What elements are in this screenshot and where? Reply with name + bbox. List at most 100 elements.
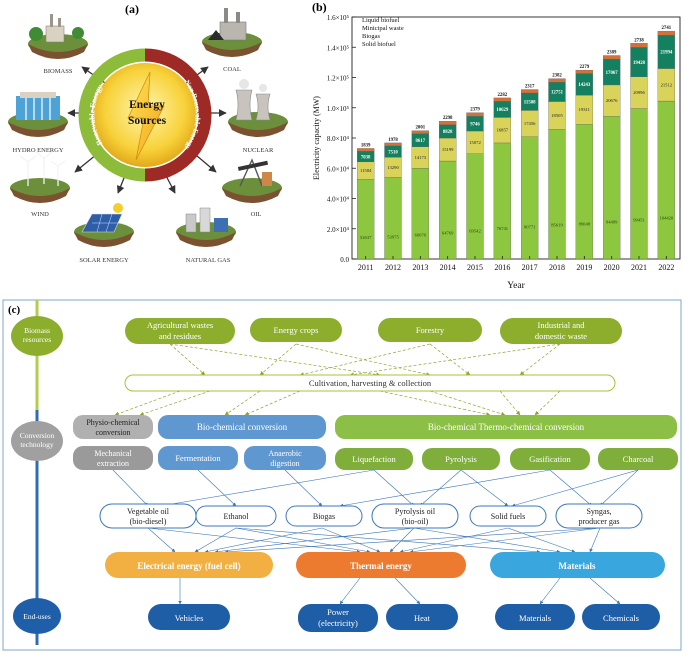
end-use-chemicals-label: Chemicals	[603, 613, 639, 623]
y-tick-label: 1.4×10⁵	[327, 44, 350, 52]
bar-value-label: 2317	[525, 85, 535, 90]
bar-segment	[548, 78, 566, 83]
panel-a-label: (a)	[125, 2, 139, 16]
bar-value-label: 64769	[442, 231, 454, 236]
product-pyrolysis-oil-l2: (bio-oil)	[402, 517, 429, 526]
bar-value-label: 2738	[634, 38, 644, 43]
nuclear-label: NUCLEAR	[243, 147, 274, 154]
natural-gas-label: NATURAL GAS	[186, 257, 231, 264]
product-solid-fuels-label: Solid fuels	[491, 512, 525, 521]
conversion-nodes: Physio-chemical conversion Bio-chemical …	[73, 415, 677, 439]
process-fermentation	[158, 446, 238, 470]
x-tick-label: 2019	[576, 263, 592, 272]
energy-materials-label: Materials	[559, 561, 596, 571]
wind-label: WIND	[31, 211, 49, 218]
nonrenewable-arc	[144, 48, 212, 182]
x-axis-label: Year	[507, 281, 525, 291]
resource-agricultural-l2: and residues	[159, 331, 201, 341]
resource-arrows	[114, 343, 561, 417]
conversion-biochemical-label: Bio-chemical conversion	[197, 422, 288, 432]
bar-value-label: 10629	[496, 108, 509, 113]
product-nodes: Vegetable oil (bio-diesel) Ethanol Bioga…	[99, 503, 643, 529]
end-use-nodes: Vehicles Power (electricity) Heat Materi…	[148, 604, 660, 632]
x-tick-label: 2015	[467, 263, 483, 272]
end-use-heat-label: Heat	[414, 613, 431, 623]
panel-c-label: (c)	[8, 304, 21, 316]
end-use-vehicles-label: Vehicles	[175, 613, 204, 623]
solar-source: SOLAR ENERGY	[74, 203, 134, 264]
hub-title-line1: Energy	[129, 99, 165, 111]
stage-biomass-resources	[11, 316, 63, 356]
process-charcoal-label: Charcoal	[623, 454, 654, 464]
coal-plant-icon	[219, 21, 247, 41]
bar-segment	[575, 124, 593, 260]
stage-end-uses	[13, 598, 61, 634]
bar-segment	[630, 43, 648, 48]
y-axis-label: Electricity capacity (MW)	[312, 96, 321, 180]
process-fermentation-label: Fermentation	[175, 453, 221, 463]
bar-value-label: 12751	[551, 91, 564, 96]
bar-value-label: 69542	[469, 229, 481, 234]
resource-industrial	[500, 318, 622, 344]
bar-value-label: 1839	[361, 143, 371, 148]
bar-value-label: 1978	[388, 138, 398, 143]
bar-value-label: 60070	[415, 232, 427, 237]
stage-conversion-technology	[11, 421, 63, 461]
bar-segment	[521, 136, 539, 260]
process-anaerobic-l2: digestion	[270, 459, 299, 468]
bar-value-label: 16857	[497, 128, 509, 133]
wind-turbine-icon	[19, 151, 66, 186]
stage-conversion-l2: technology	[20, 440, 54, 449]
resource-agricultural	[125, 318, 235, 344]
bar-segment	[357, 179, 375, 260]
sun-icon	[113, 203, 123, 213]
x-tick-label: 2016	[494, 263, 510, 272]
bar-value-label: 76741	[497, 226, 509, 231]
product-vegetable-oil-l2: (bio-diesel)	[130, 517, 167, 526]
lightning-bolt-icon	[127, 71, 165, 161]
x-tick-label: 2021	[631, 263, 647, 272]
capacity-chart: 0.02.0×10⁴4.0×10⁴6.0×10⁴8.0×10⁴1.0×10⁵1.…	[312, 14, 681, 291]
y-tick-label: 6.0×10⁴	[327, 165, 350, 173]
bar-value-label: 20996	[633, 90, 645, 95]
bar-value-label: 9746	[470, 122, 480, 127]
resource-forestry-label: Forestry	[416, 325, 445, 335]
bar-value-label: 17067	[606, 71, 619, 76]
bar-segment	[384, 142, 402, 147]
product-solid-fuels	[469, 505, 547, 527]
oil-pump-icon	[239, 158, 263, 187]
process-liquefaction-label: Liquefaction	[352, 454, 396, 464]
bar-value-label: 2001	[416, 126, 426, 131]
product-ethanol	[195, 505, 277, 527]
process-mechanical-l1: Mechanical	[94, 449, 132, 458]
bar-segment	[411, 130, 429, 134]
cooling-tower-icon	[235, 89, 253, 121]
bar-value-label: 7510	[388, 150, 398, 155]
end-use-materials-label: Materials	[519, 613, 551, 623]
energy-electrical	[105, 552, 273, 578]
end-use-power-l2: (electricity)	[318, 618, 358, 628]
x-tick-label: 2017	[522, 263, 538, 272]
bar-value-label: 8617	[416, 139, 426, 144]
wind-source: WIND	[10, 151, 70, 218]
product-syngas	[555, 503, 643, 529]
bar-value-label: 14173	[415, 155, 427, 160]
product-vegetable-oil-l1: Vegetable oil	[127, 507, 170, 516]
bar-value-label: 19311	[579, 107, 591, 112]
energy-sources-hub: Energy Sources Renewable Energy Non Rene…	[78, 48, 212, 182]
bar-value-label: 89048	[579, 221, 591, 226]
process-mechanical	[73, 446, 153, 470]
conversion-physio	[73, 415, 153, 439]
resource-nodes: Agricultural wastes and residues Energy …	[125, 318, 622, 344]
hydro-dam-icon	[16, 96, 60, 120]
bar-segment	[521, 89, 539, 94]
solar-label: SOLAR ENERGY	[79, 257, 129, 264]
energy-thermal-label: Thermal energy	[350, 561, 412, 571]
bar-value-label: 20676	[606, 98, 618, 103]
bar-value-label: 11584	[360, 168, 372, 173]
bar-segment	[466, 112, 484, 117]
x-tick-label: 2012	[385, 263, 401, 272]
bar-segment	[493, 142, 511, 260]
end-use-power-l1: Power	[327, 607, 349, 617]
product-pyrolysis-oil-l1: Pyrolysis oil	[395, 507, 436, 516]
